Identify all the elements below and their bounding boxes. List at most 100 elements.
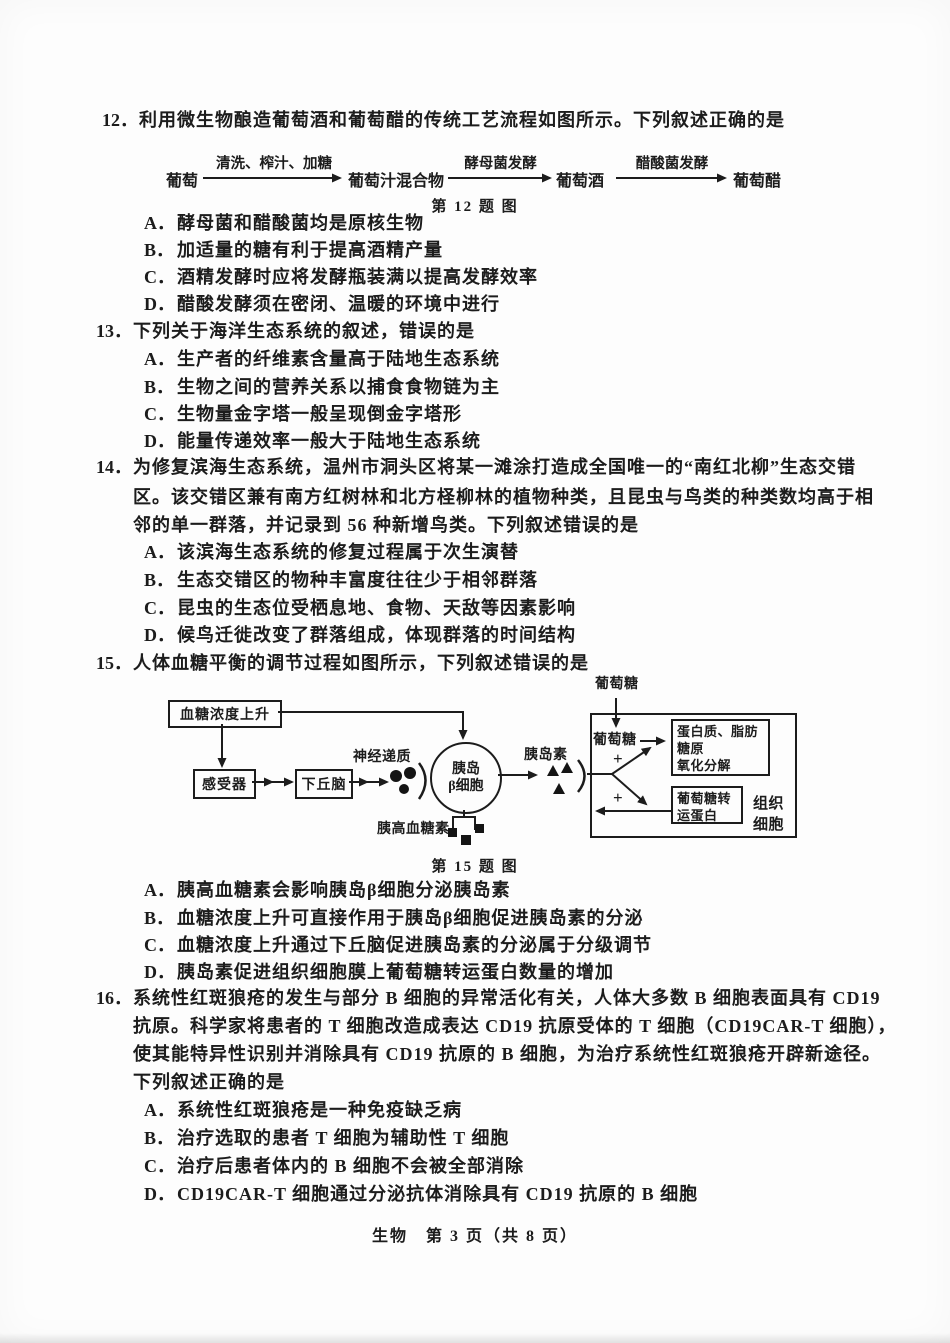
insulin-label: 胰岛素 [524,748,568,763]
metabolism-box: 蛋白质、脂肪 糖原 氧化分解 [671,719,770,776]
option-letter: A． [144,213,175,233]
page-footer: 生物 第 3 页（共 8 页） [0,1222,950,1246]
glucagon-receptor-bracket [452,816,476,830]
q13-option-d: D．能量传递效率一般大于陆地生态系统 [144,431,481,452]
q15-figure-caption: 第 15 题 图 [431,859,519,875]
option-letter: D． [144,625,175,645]
glucagon-square [461,835,471,845]
option-letter: C． [144,598,175,618]
q15-stem-text: 人体血糖平衡的调节过程如图所示，下列叙述错误的是 [133,653,589,673]
option-letter: B． [144,377,175,397]
q16-stem-line-3: 使其能特异性识别并消除具有 CD19 抗原的 B 细胞，为治疗系统性红斑狼疮开辟… [133,1044,882,1064]
glucagon-square [475,824,484,833]
option-text: 酒精发酵时应将发酵瓶装满以提高发酵效率 [177,267,538,287]
q15-option-d: D．胰岛素促进组织细胞膜上葡萄糖转运蛋白数量的增加 [144,962,614,983]
neurotransmitter-dot [404,767,416,779]
option-text: 胰高血糖素会影响胰岛β细胞分泌胰岛素 [177,880,511,900]
option-text: 系统性红斑狼疮是一种免疫缺乏病 [177,1100,462,1120]
q14-number: 14． [96,457,132,477]
q13-option-c: C．生物量金字塔一般呈现倒金字塔形 [144,404,462,425]
option-letter: B． [144,908,175,928]
q14-option-d: D．候鸟迁徙改变了群落组成，体现群落的时间结构 [144,625,576,646]
q15-number: 15． [96,653,132,673]
option-letter: B． [144,1128,175,1148]
glucose-transporter-box: 葡萄糖转 运蛋白 [671,786,743,824]
q12-option-d: D．醋酸发酵须在密闭、温暖的环境中进行 [144,294,500,315]
islet-label-line2: β细胞 [448,779,484,794]
flow-step-label-2: 酵母菌发酵 [464,156,537,172]
q16-option-b: B．治疗选取的患者 T 细胞为辅助性 T 细胞 [144,1128,509,1149]
option-letter: A． [144,1100,175,1120]
receptor-box: 感受器 [193,769,256,799]
islet-beta-cell-circle: 胰岛 β细胞 [430,742,502,814]
flow-step-label-1: 清洗、榨汁、加糖 [216,156,332,172]
flow-step-label-3: 醋酸菌发酵 [635,156,709,172]
flow-node-mixture: 葡萄汁混合物 [348,173,445,190]
insulin-triangle [547,765,559,776]
q16-stem-line-4: 下列叙述正确的是 [133,1072,285,1092]
tissue-cell-box [590,713,797,838]
neurotransmitter-dot [399,784,409,794]
q16-option-a: A．系统性红斑狼疮是一种免疫缺乏病 [144,1100,462,1121]
option-letter: C． [144,404,175,424]
islet-label-line1: 胰岛 [452,762,480,777]
q15-option-b: B．血糖浓度上升可直接作用于胰岛β细胞促进胰岛素的分泌 [144,908,643,929]
option-text: 候鸟迁徙改变了群落组成，体现群落的时间结构 [177,625,576,645]
neurotransmitter-label: 神经递质 [353,750,411,765]
option-letter: A． [144,542,175,562]
q12-option-b: B．加适量的糖有利于提高酒精产量 [144,240,443,261]
option-letter: D． [144,431,175,451]
option-text: 该滨海生态系统的修复过程属于次生演替 [177,542,519,562]
option-text: 血糖浓度上升可直接作用于胰岛β细胞促进胰岛素的分泌 [177,908,644,928]
flow-node-grape: 葡萄 [166,173,199,190]
glucose-outside-label: 葡萄糖 [595,677,639,692]
q14-option-c: C．昆虫的生态位受栖息地、食物、天敌等因素影响 [144,598,576,619]
stem-text: 系统性红斑狼疮的发生与部分 B 细胞的异常活化有关，人体大多数 B 细胞表面具有… [133,988,881,1008]
q12-figure-caption: 第 12 题 图 [431,199,519,215]
glucagon-square [448,828,457,837]
footer-page-info: 第 3 页（共 8 页） [426,1228,579,1245]
metabolism-line1: 蛋白质、脂肪 [677,724,759,739]
q12-flow-diagram: 清洗、榨汁、加糖 酵母菌发酵 醋酸菌发酵 葡萄 葡萄汁混合物 葡萄酒 葡萄醋 [0,150,950,220]
option-text: 加适量的糖有利于提高酒精产量 [177,240,443,260]
option-letter: C． [144,935,175,955]
option-text: 生产者的纤维素含量高于陆地生态系统 [177,349,500,369]
option-text: 酵母菌和醋酸菌均是原核生物 [177,213,424,233]
option-letter: B． [144,570,175,590]
arrow-branch-up [611,746,652,775]
q13-option-a: A．生产者的纤维素含量高于陆地生态系统 [144,349,500,370]
q12-option-a: A．酵母菌和醋酸菌均是原核生物 [144,213,424,234]
q13-stem-text: 下列关于海洋生态系统的叙述，错误的是 [133,321,475,341]
q14-option-b: B．生态交错区的物种丰富度往往少于相邻群落 [144,570,538,591]
q16-stem-line-2: 抗原。科学家将患者的 T 细胞改造成表达 CD19 抗原受体的 T 细胞（CD1… [133,1016,897,1036]
tissue-label-line2: 细胞 [753,817,785,833]
option-letter: D． [144,962,175,982]
scan-bottom-shadow [0,1333,950,1343]
option-letter: C． [144,1156,175,1176]
insulin-triangle [561,762,573,773]
insulin-triangle [553,783,565,794]
q13-option-b: B．生物之间的营养关系以捕食食物链为主 [144,377,500,398]
transporter-line2: 运蛋白 [677,808,718,823]
tissue-label-line1: 组织 [753,796,785,812]
flow-node-vinegar: 葡萄醋 [733,173,782,190]
q13-stem: 13．下列关于海洋生态系统的叙述，错误的是 [96,321,475,342]
option-text: CD19CAR-T 细胞通过分泌抗体消除具有 CD19 抗原的 B 细胞 [177,1184,699,1204]
option-letter: D． [144,294,175,314]
q16-number: 16． [96,988,132,1008]
metabolism-line2: 糖原 [677,741,705,756]
tissue-cell-label: 组织 细胞 [753,794,784,836]
option-letter: B． [144,240,175,260]
option-letter: C． [144,267,175,287]
synapse-receptor-curve [417,762,427,800]
option-text: 生物量金字塔一般呈现倒金字塔形 [177,404,462,424]
plus-sign-top: + [613,749,623,768]
flow-node-wine: 葡萄酒 [556,173,605,190]
glucose-inside-label: 葡萄糖 [593,733,637,748]
footer-subject: 生物 [371,1228,408,1245]
q12-number: 12． [102,110,138,130]
option-letter: A． [144,349,175,369]
q12-flow-arrows [203,173,727,183]
option-text: 治疗后患者体内的 B 细胞不会被全部消除 [177,1156,525,1176]
q14-stem-line-2: 区。该交错区兼有南方红树林和北方柽柳林的植物种类，且昆虫与鸟类的种类数均高于相 [133,487,874,507]
